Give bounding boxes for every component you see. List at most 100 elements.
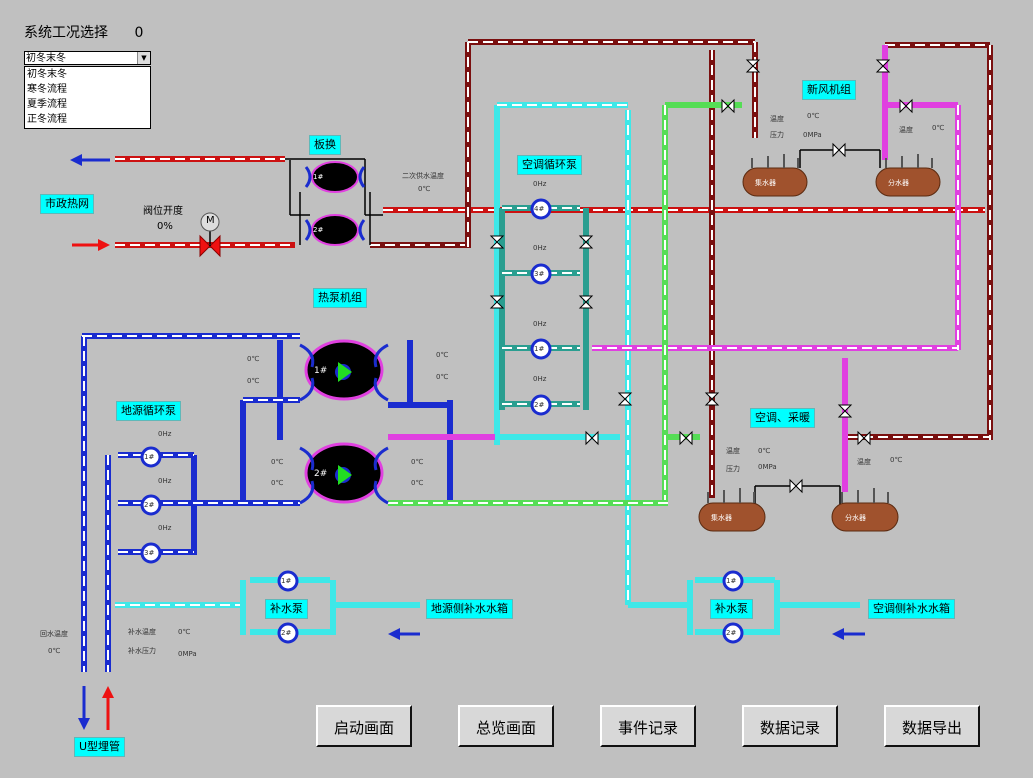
secondary-supply-temp-value: 0℃ [418, 185, 431, 193]
makeup-pump-right-label: 补水泵 [710, 599, 753, 619]
hp2-right-temp-2: 0℃ [411, 479, 424, 487]
u-pipe-label: U型埋管 [74, 737, 126, 757]
mode-title-label: 系统工况选择 [24, 25, 108, 41]
hp1-right-temp-2: 0℃ [436, 373, 449, 381]
ground-pump-2-number: 2# [144, 501, 155, 509]
lower-press-label: 压力 [726, 465, 740, 473]
plate-hx-units [304, 161, 366, 246]
makeup-pump-left-label: 补水泵 [265, 599, 308, 619]
valve-opening-label: 阀位开度 [143, 206, 183, 217]
hp2-left-temp-2: 0℃ [271, 479, 284, 487]
mode-option[interactable]: 夏季流程 [27, 99, 67, 110]
plate-hx-2-number: 2# [313, 226, 324, 234]
data-log-button[interactable]: 数据记录 [742, 705, 838, 747]
ground-pump-3-hz: 0Hz [158, 524, 172, 532]
motor-label: M [206, 215, 215, 226]
lower-split-tank-label: 分水器 [845, 514, 866, 522]
tank-links [754, 149, 881, 505]
mode-option[interactable]: 正冬流程 [27, 114, 67, 125]
ground-pump-2-hz: 0Hz [158, 477, 172, 485]
makeup-right-1-number: 1# [726, 577, 737, 585]
flow-arrows [70, 154, 865, 730]
secondary-supply-temp-label: 二次供水温度 [402, 172, 444, 180]
start-screen-button[interactable]: 启动画面 [316, 705, 412, 747]
ac-pump-1-hz: 0Hz [533, 320, 547, 328]
magenta-pipes [388, 45, 961, 492]
ground-pump-3-number: 3# [144, 549, 155, 557]
ac-pump-4-hz: 0Hz [533, 180, 547, 188]
upper-press-label: 压力 [770, 131, 784, 139]
pump-symbols [140, 198, 744, 644]
ground-tank-label: 地源侧补水水箱 [426, 599, 513, 619]
upper-right-temp-value: 0℃ [932, 124, 945, 132]
hp2-left-temp-1: 0℃ [271, 458, 284, 466]
lower-right-temp-value: 0℃ [890, 456, 903, 464]
makeup-press-label: 补水压力 [128, 647, 156, 655]
ground-pump-label: 地源循环泵 [116, 401, 181, 421]
makeup-right-2-number: 2# [726, 629, 737, 637]
return-temp-value: 0℃ [48, 647, 61, 655]
upper-right-temp-label: 温度 [899, 126, 913, 134]
lower-temp-value: 0℃ [758, 447, 771, 455]
hp1-left-temp-2: 0℃ [247, 377, 260, 385]
heat-pump-label: 热泵机组 [313, 288, 367, 308]
plate-hx-1-number: 1# [313, 173, 324, 181]
mode-dropdown[interactable]: 初冬末冬 ▼ [24, 51, 151, 65]
ac-pump-label: 空调循环泵 [517, 155, 582, 175]
hp2-right-temp-1: 0℃ [411, 458, 424, 466]
ac-pump-3-hz: 0Hz [533, 244, 547, 252]
heat-pump-2-number: 2# [314, 469, 328, 479]
valves [489, 59, 913, 494]
makeup-left-1-number: 1# [281, 577, 292, 585]
heat-pump-1-number: 1# [314, 366, 328, 376]
heat-pump-units [299, 339, 389, 505]
mode-option[interactable]: 初冬末冬 [27, 69, 67, 80]
plate-hx-connectors [285, 158, 383, 245]
ground-pump-1-number: 1# [144, 453, 155, 461]
mode-title: 系统工况选择 0 [24, 22, 143, 42]
ac-pump-2-hz: 0Hz [533, 375, 547, 383]
hp1-right-temp-1: 0℃ [436, 351, 449, 359]
ac-tank-label: 空调侧补水水箱 [868, 599, 955, 619]
mode-value: 0 [134, 25, 144, 41]
makeup-press-value: 0MPa [178, 650, 197, 658]
ac-pump-2-number: 2# [534, 401, 545, 409]
mode-options-list: 初冬末冬 寒冬流程 夏季流程 正冬流程 [24, 66, 151, 129]
chevron-down-icon[interactable]: ▼ [137, 52, 150, 64]
valve-opening-value: 0% [157, 221, 173, 232]
makeup-temp-value: 0℃ [178, 628, 191, 636]
municipal-heat-label: 市政热网 [40, 194, 94, 214]
plate-hx-label: 板换 [309, 135, 341, 155]
lower-collect-tank-label: 集水器 [711, 514, 732, 522]
makeup-left-2-number: 2# [281, 629, 292, 637]
ac-heating-label: 空调、采暖 [750, 408, 815, 428]
ac-pump-4-number: 4# [534, 205, 545, 213]
upper-split-tank-label: 分水器 [888, 179, 909, 187]
ground-pump-1-hz: 0Hz [158, 430, 172, 438]
lower-press-value: 0MPa [758, 463, 777, 471]
event-log-button[interactable]: 事件记录 [600, 705, 696, 747]
ac-pump-3-number: 3# [534, 270, 545, 278]
control-valve [199, 212, 221, 258]
overview-button[interactable]: 总览画面 [458, 705, 554, 747]
lower-temp-label: 温度 [726, 447, 740, 455]
red-pipes [115, 39, 993, 498]
hp1-left-temp-1: 0℃ [247, 355, 260, 363]
tanks [698, 154, 941, 532]
upper-temp-label: 温度 [770, 115, 784, 123]
upper-temp-value: 0℃ [807, 112, 820, 120]
mode-option[interactable]: 寒冬流程 [27, 84, 67, 95]
lower-right-temp-label: 温度 [857, 458, 871, 466]
ac-pump-1-number: 1# [534, 345, 545, 353]
makeup-temp-label: 补水温度 [128, 628, 156, 636]
data-export-button[interactable]: 数据导出 [884, 705, 980, 747]
upper-press-value: 0MPa [803, 131, 822, 139]
return-temp-label: 回水温度 [40, 630, 68, 638]
cyan-pipes [115, 102, 860, 635]
upper-collect-tank-label: 集水器 [755, 179, 776, 187]
mode-dropdown-value: 初冬末冬 [26, 53, 66, 64]
green-pipes [388, 102, 742, 506]
fresh-air-label: 新风机组 [802, 80, 856, 100]
